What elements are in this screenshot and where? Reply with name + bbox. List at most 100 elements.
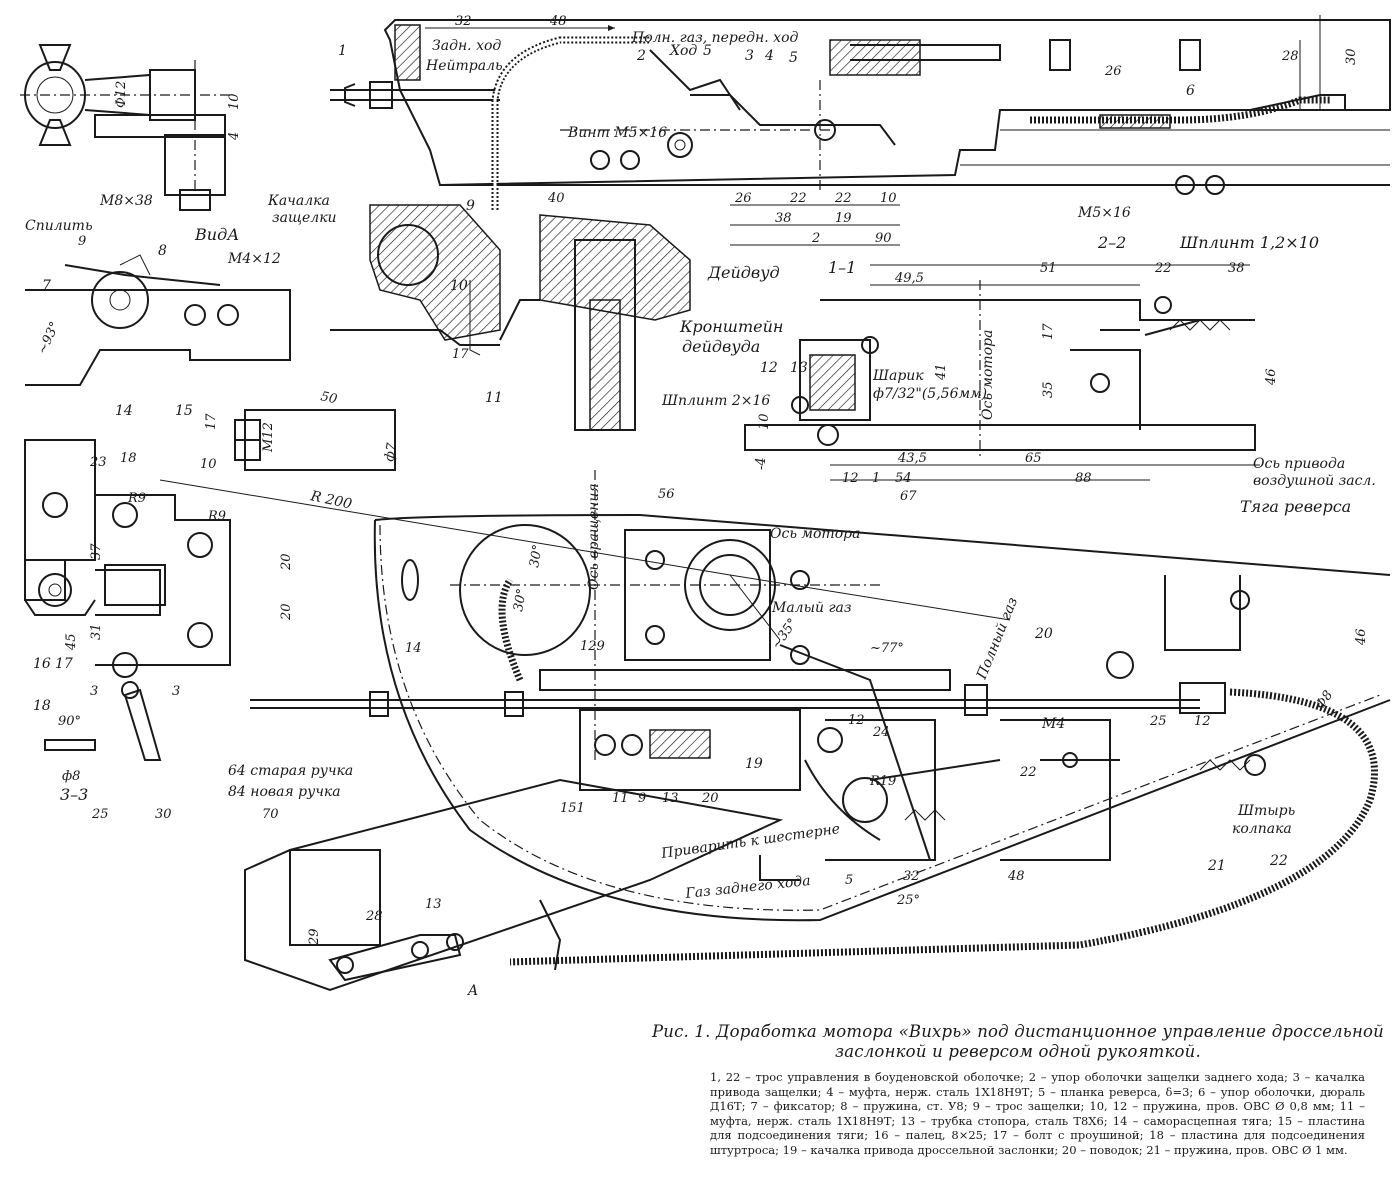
label-a: A (466, 983, 478, 999)
label-m4x12: М4×12 (227, 251, 281, 267)
dim: ~93° (35, 320, 63, 357)
label-m12: M12 (261, 422, 276, 453)
part-14: 14 (115, 403, 133, 419)
part-5b: 5 (789, 50, 798, 66)
dim: 25 (91, 807, 109, 822)
dim: 22 (789, 191, 807, 206)
dim: 19 (835, 211, 852, 226)
part-1: 1 (338, 43, 347, 59)
dim: 90 (875, 231, 892, 246)
dim: 3 (172, 684, 180, 699)
transom-bracket (330, 204, 691, 431)
dim: 30 (1344, 48, 1359, 65)
part-12: 12 (760, 360, 778, 376)
label-view-a: ВидА (194, 225, 239, 244)
part-19: 19 (745, 756, 763, 772)
part-6: 6 (1186, 83, 1195, 99)
dim: 22 (1019, 765, 1037, 780)
label-section-1-1: 1–1 (828, 258, 856, 277)
dim: 20 (701, 791, 719, 806)
label-reverse: Задн. ход (432, 38, 501, 54)
dim: 45 (64, 633, 79, 651)
label-staraya-ruchka: 64 старая ручка (228, 763, 353, 779)
label-sharik-1: Шарик (872, 368, 924, 384)
dim: 3 (90, 684, 98, 699)
dim: 46 (1354, 628, 1369, 646)
dim: 37 (89, 543, 104, 560)
label-shtyr-1: Штырь (1237, 803, 1295, 819)
dim: 48 (549, 14, 567, 29)
dim: 32 (455, 14, 472, 29)
label-neutral: Нейтраль (425, 58, 503, 74)
label-r19: R19 (869, 774, 896, 789)
dim: 18 (120, 451, 137, 466)
dim: 30° (511, 587, 530, 612)
dim: 28 (365, 909, 383, 924)
dim: 49,5 (894, 271, 924, 286)
labels-layer: Полн. газ, передн. ход Задн. ход Нейтрал… (25, 30, 1376, 999)
label-spilit: Спилить (25, 218, 93, 234)
label-shtyr-2: колпака (1232, 821, 1292, 837)
label-novaya-ruchka: 84 новая ручка (228, 784, 341, 800)
dim: 25 (1149, 714, 1167, 729)
dim: 90° (58, 714, 81, 729)
part-9: 9 (466, 198, 475, 214)
dim: 30° (527, 543, 546, 568)
part-11: 11 (485, 390, 503, 406)
label-kronshtein-2: дейдвуда (682, 337, 760, 356)
label-os-vrasheniya: Ось вращения (586, 483, 602, 590)
dim: 129 (580, 639, 605, 654)
dim: 17 (452, 347, 469, 362)
dim: 56 (658, 487, 675, 502)
part-20: 20 (1034, 626, 1053, 642)
part-8: 8 (158, 243, 167, 259)
label-privarit: Приварить к шестерне (659, 821, 841, 862)
label-phi12: Ф12 (114, 81, 129, 108)
dim: 29 (307, 928, 322, 946)
dim: 38 (775, 211, 792, 226)
lever-plate (24, 439, 231, 761)
dim: 14 (405, 641, 422, 656)
figure-caption: Рис. 1. Доработка мотора «Вихрь» под дис… (648, 1022, 1388, 1158)
part-7: 7 (42, 278, 51, 294)
dim: 12 (842, 471, 859, 486)
caption-title: Рис. 1. Доработка мотора «Вихрь» под дис… (651, 1022, 1385, 1061)
label-r9-a: R9 (127, 491, 146, 506)
dim: 12 (1194, 714, 1211, 729)
part-16: 16 (33, 656, 51, 672)
label-phi7: ф7 (382, 441, 400, 462)
dim: 4 (227, 132, 242, 141)
part-15: 15 (175, 403, 193, 419)
part-3: 3 (745, 48, 754, 64)
dim: 88 (1075, 471, 1092, 486)
dim: 9 (638, 791, 646, 806)
part-13: 13 (790, 360, 808, 376)
label-os-motora-vertical: Ось мотора (980, 330, 996, 420)
dim: 2 (811, 231, 820, 246)
label-kronshtein-1: Кронштейн (679, 317, 783, 336)
dim: 31 (89, 623, 104, 640)
section-1-1-view (330, 15, 1391, 246)
label-shplint-1-2x10: Шплинт 1,2×10 (1179, 233, 1319, 252)
caption-legend: 1, 22 – трос управления в боуденовской о… (710, 1070, 1365, 1157)
dim: 35 (1041, 381, 1056, 398)
label-phi8-b: ф8 (62, 769, 80, 784)
dim: 43,5 (897, 451, 927, 466)
view-a (20, 44, 230, 211)
label-os-privoda-2: воздушной засл. (1253, 473, 1376, 489)
label-r9-b: R9 (207, 509, 226, 524)
part-4: 4 (764, 48, 774, 64)
dim: 9 (78, 234, 86, 249)
dim: 20 (279, 603, 294, 621)
dim: 11 (612, 791, 629, 806)
dim: ~77° (870, 641, 904, 656)
dim: 32 (903, 869, 920, 884)
label-hod: Ход (669, 43, 697, 59)
dim: 22 (834, 191, 852, 206)
dim: 48 (1007, 869, 1025, 884)
part-2: 2 (636, 48, 646, 64)
label-tyaga-reversa: Тяга реверса (1240, 497, 1351, 516)
dim: 54 (895, 471, 912, 486)
label-kachalka-2: защелки (272, 210, 337, 226)
label-full-throttle: Полн. газ, передн. ход (631, 30, 799, 46)
